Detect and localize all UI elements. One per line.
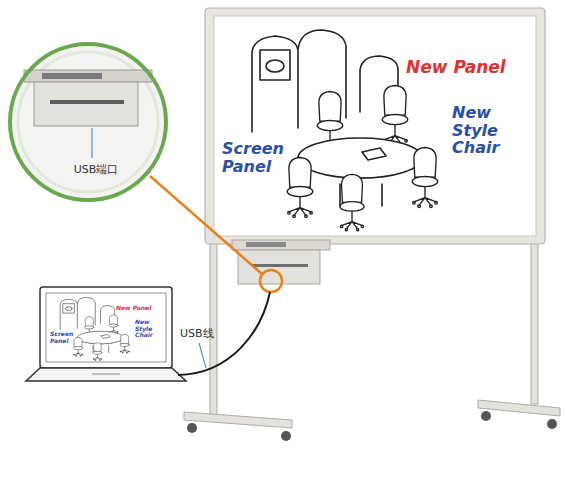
board-note: New Style Chair: [452, 104, 532, 157]
board-note: Screen Panel: [222, 140, 280, 175]
board-note: New Panel: [406, 58, 516, 77]
screen-note: Screen Panel: [50, 331, 72, 344]
callout-circle: USB端口: [8, 42, 168, 202]
callout-zoom: [10, 44, 166, 200]
screen-note: New Style Chair: [135, 319, 164, 339]
wheels: [187, 411, 557, 441]
laptop: [26, 287, 186, 381]
port-label: USB端口: [74, 164, 119, 176]
usb-cable: [178, 292, 270, 375]
whiteboard: [205, 8, 545, 284]
screen-note: New Panel: [116, 305, 162, 312]
stand: [184, 240, 560, 428]
cable-label: USB线: [180, 328, 230, 340]
leader-orange: [150, 176, 282, 292]
